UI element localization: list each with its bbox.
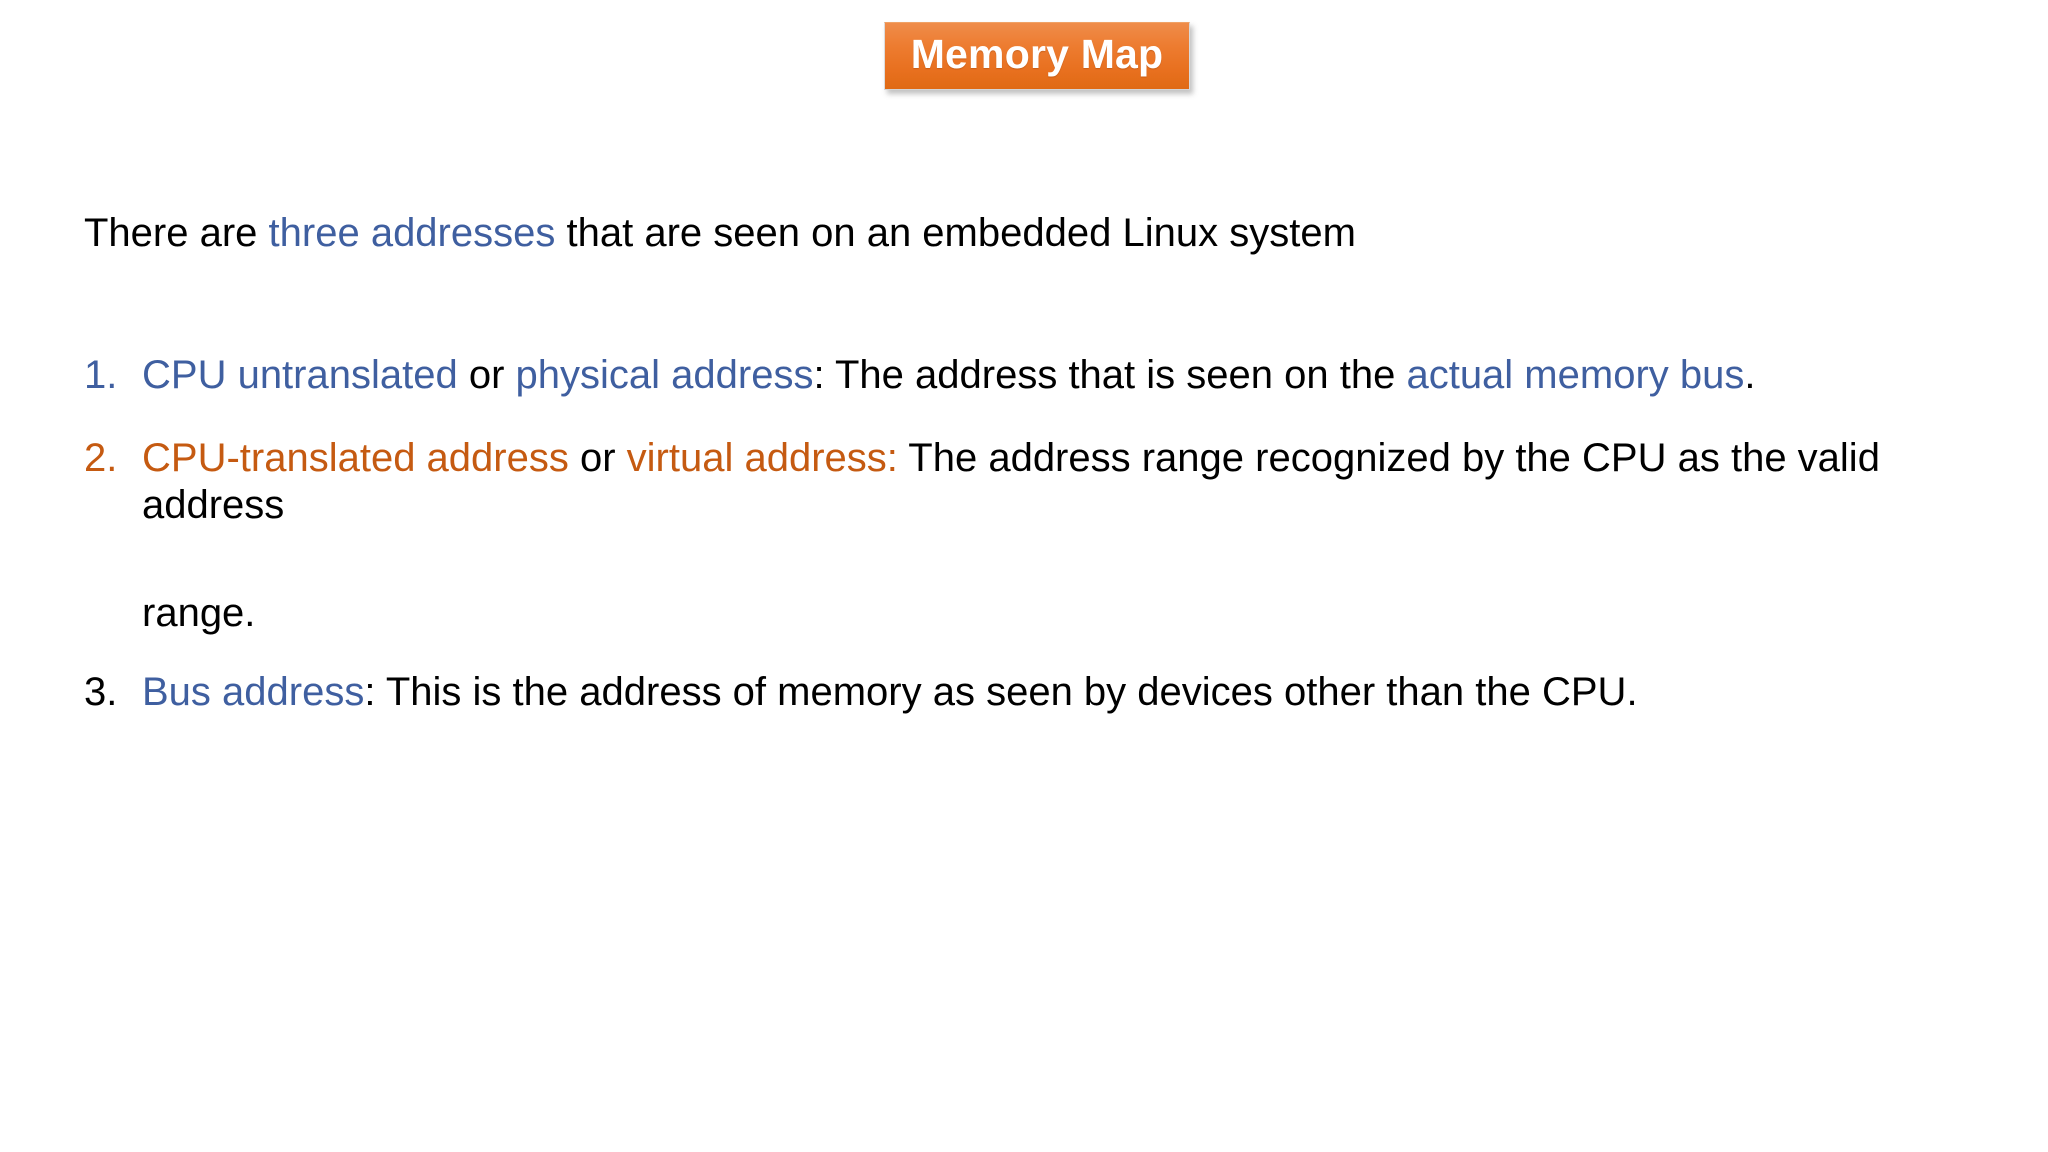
description-3: This is the address of memory as seen by… xyxy=(385,669,1638,714)
separator-1: : xyxy=(813,353,835,397)
separator-2 xyxy=(898,436,908,480)
list-marker-2: 2. xyxy=(84,436,118,481)
intro-highlight-three-addresses: three addresses xyxy=(268,211,556,255)
term-bus-address: Bus address xyxy=(142,669,365,714)
description-1a: The address that is seen on the xyxy=(834,353,1407,397)
list-item-2-text: CPU-translated address or virtual addres… xyxy=(142,435,2014,637)
list-item: 2. CPU-translated address or virtual add… xyxy=(84,435,2014,637)
list-item: 1. CPU untranslated or physical address:… xyxy=(84,352,2014,399)
description-1b: . xyxy=(1744,353,1756,397)
slide-title-container: Memory Map xyxy=(0,0,2048,120)
list-marker-3: 3. xyxy=(84,669,118,714)
list-marker-1: 1. xyxy=(84,353,118,397)
list-item-3-text: Bus address: This is the address of memo… xyxy=(142,669,2014,716)
conjunction-or-1: or xyxy=(457,353,516,397)
description-2-wrapped: range. xyxy=(142,590,256,635)
intro-text-suffix: that are seen on an embedded Linux syste… xyxy=(555,211,1356,255)
list-item: 3. Bus address: This is the address of m… xyxy=(84,669,2014,716)
term-virtual-address: virtual address: xyxy=(626,436,898,481)
term-physical-address: physical address xyxy=(515,353,814,397)
page-title: Memory Map xyxy=(883,22,1191,91)
term-cpu-translated-address: CPU-translated address xyxy=(142,436,569,481)
emphasis-actual-memory-bus: actual memory bus xyxy=(1406,353,1745,397)
separator-3: : xyxy=(364,669,386,714)
term-cpu-untranslated: CPU untranslated xyxy=(142,353,458,397)
description-2: The address range recognized by the CPU … xyxy=(142,436,1880,528)
conjunction-or-2: or xyxy=(568,436,627,481)
intro-paragraph: There are three addresses that are seen … xyxy=(84,208,1984,259)
address-types-list: 1. CPU untranslated or physical address:… xyxy=(84,352,2014,716)
intro-text-prefix: There are xyxy=(84,211,269,255)
list-item-1-text: CPU untranslated or physical address: Th… xyxy=(142,352,2014,399)
